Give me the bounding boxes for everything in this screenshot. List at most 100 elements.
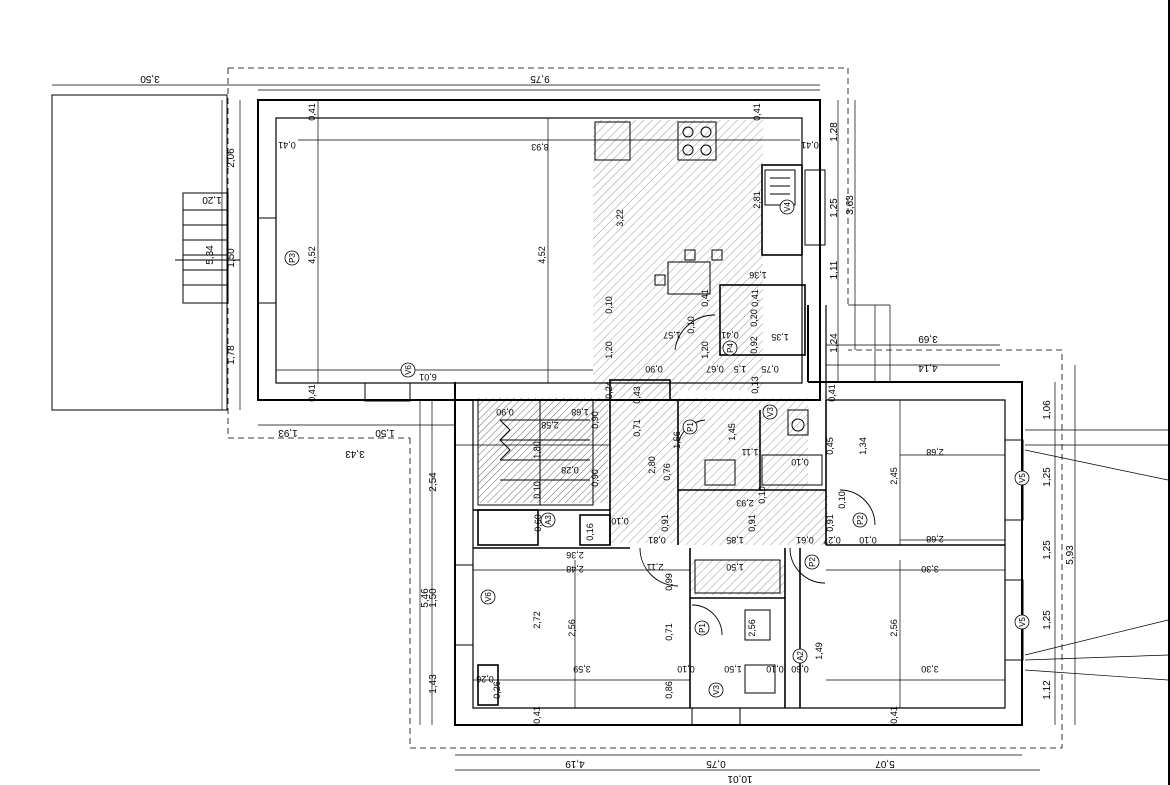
tag-label: V3 — [712, 685, 721, 695]
dim-label: 1,20 — [202, 194, 222, 205]
dim-label: 0,75 — [706, 758, 726, 769]
dim-label: 5,93 — [1065, 545, 1076, 565]
dim-label: 4,19 — [565, 758, 585, 769]
dim-label: 0,24 — [604, 381, 614, 399]
tag-label: P2 — [856, 515, 865, 525]
toilet-icon — [744, 664, 776, 694]
dim-label: 5,07 — [875, 758, 895, 769]
dim-label: 9,75 — [530, 73, 550, 84]
dim-label: 0,27 — [823, 535, 841, 545]
dim-label: 0,10 — [757, 486, 767, 504]
dim-label: 1,50 — [226, 248, 237, 268]
dim-label: 0,41 — [752, 103, 762, 121]
dim-label: 0,10 — [837, 491, 847, 509]
tag-label: P1 — [698, 623, 707, 633]
dim-label: 2,06 — [226, 148, 237, 168]
dim-label: 0,43 — [632, 386, 642, 404]
kitchen-sink-icon — [764, 169, 796, 206]
dim-label: 0,10 — [859, 535, 877, 545]
dimension-labels: 3,50 9,75 10,01 4,19 0,75 5,07 5,34 2,06… — [140, 73, 1076, 784]
dim-label: 1,35 — [771, 332, 789, 342]
dim-label: 1,24 — [829, 333, 840, 353]
tag-label: P2 — [808, 557, 817, 567]
dim-label: 0,67 — [706, 364, 724, 374]
dim-label: 1,12 — [1042, 680, 1053, 700]
dim-label: 4,14 — [918, 362, 938, 373]
tag-label: V5 — [1018, 617, 1027, 627]
dim-label: 1,11 — [829, 260, 840, 279]
dim-label: 0,41 — [700, 289, 710, 307]
staircase-symbol — [477, 399, 594, 506]
tag-label: P1 — [686, 422, 695, 432]
dim-label: 0,90 — [590, 411, 600, 429]
dim-label: 0,91 — [747, 514, 757, 532]
dim-label: 4,52 — [307, 246, 317, 264]
dim-label: 0,90 — [496, 407, 514, 417]
dim-label: 0,13 — [750, 376, 760, 394]
dim-label: 0,16 — [585, 523, 595, 541]
dim-label: 0,20 — [749, 309, 759, 327]
corridor-hatch — [478, 120, 828, 595]
tag-label: V6 — [484, 592, 493, 602]
dim-label: 2,45 — [889, 467, 899, 485]
tag-label: V6 — [404, 365, 413, 375]
dim-label: 1,43 — [428, 674, 439, 694]
dim-label: 1,34 — [858, 437, 868, 455]
bathroom-fixtures — [694, 409, 823, 694]
dim-label: 2,58 — [541, 420, 559, 430]
dim-label: 0,10 — [766, 664, 784, 674]
shower-tray-icon — [704, 459, 736, 486]
dim-label: 0,26 — [492, 681, 502, 699]
dining-table-icon — [667, 261, 711, 295]
dim-label: 1,25 — [1042, 610, 1053, 630]
dim-label: 2,56 — [889, 619, 899, 637]
dim-label: 6,01 — [419, 372, 437, 382]
dim-label: 1,20 — [604, 341, 614, 359]
dim-label: 2,56 — [567, 619, 577, 637]
dim-label: 1,25 — [829, 198, 840, 218]
dim-label: 0,90 — [590, 469, 600, 487]
dim-label: 0,86 — [664, 681, 674, 699]
interior-walls — [473, 164, 1005, 708]
tag-circles — [284, 199, 1030, 698]
dim-label: 0,75 — [761, 364, 779, 374]
dim-label: 0,41 — [889, 706, 899, 724]
dim-label: 1,93 — [278, 427, 298, 438]
dim-label: 8,93 — [531, 142, 549, 152]
dim-label: 1,36 — [749, 270, 767, 280]
dim-label: 2,72 — [532, 611, 542, 629]
dim-label: 0,45 — [825, 437, 835, 455]
dim-label: 1,50 — [726, 562, 744, 572]
toilet-icon — [787, 409, 809, 436]
dim-label: 0,41 — [750, 289, 760, 307]
dim-label: 5,46 — [420, 588, 431, 608]
dim-label: 1,50 — [375, 427, 395, 438]
dim-label: 1,20 — [700, 341, 710, 359]
dim-label: 1,50 — [428, 588, 439, 608]
dim-label: 0,91 — [825, 514, 835, 532]
dim-label: 0,41 — [801, 140, 819, 150]
tag-label: A3 — [544, 515, 553, 525]
dim-label: 3,59 — [573, 664, 591, 674]
dim-label: 0,10 — [686, 316, 696, 334]
dim-label: 2,81 — [752, 191, 762, 209]
dim-label: 1,25 — [1042, 540, 1053, 560]
tag-label: A2 — [796, 651, 805, 661]
interior-dimension-labels: 8,93 4,52 4,52 3,22 2,81 6,01 0,41 0,41 … — [278, 103, 944, 724]
dim-label: 0,28 — [561, 465, 579, 475]
dim-label: 0,90 — [645, 364, 663, 374]
terrace — [51, 94, 240, 411]
kitchen-fixtures — [594, 121, 796, 295]
dim-label: 0,60 — [533, 514, 543, 532]
dim-label: 2,68 — [926, 534, 944, 544]
dim-label: 1,57 — [663, 330, 681, 340]
dim-label: 1,25 — [1042, 467, 1053, 487]
dim-label: 1,45 — [727, 423, 737, 441]
dim-label: 2,54 — [428, 472, 439, 492]
dim-label: 0,10 — [791, 457, 809, 467]
dim-label: 0,61 — [796, 535, 814, 545]
dim-label: 2,48 — [566, 564, 584, 574]
tag-label: P3 — [288, 253, 297, 263]
dim-label: 1,11 — [742, 447, 759, 457]
